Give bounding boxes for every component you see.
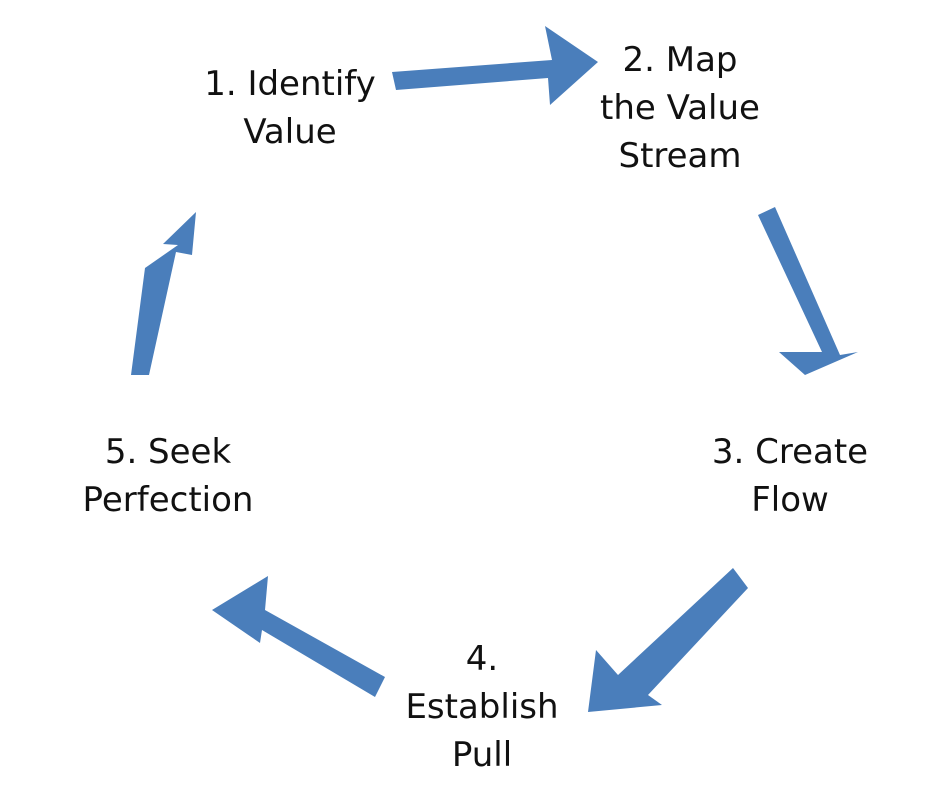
step-4-line-3: Pull [451,735,513,775]
step-2-line-2: the Value [600,88,760,128]
step-2-line-1: 2. Map [622,40,738,80]
arrow-pull-to-perfection [212,576,385,697]
arrow-perfection-to-identify [131,212,196,375]
step-5-line-2: Perfection [82,480,254,520]
step-3-line-2: Flow [751,480,829,520]
step-5-line-1: 5. Seek [104,432,232,472]
step-3-line-1: 3. Create [711,432,869,472]
step-4-line-2: Establish [405,687,559,727]
step-4-line-1: 4. [465,639,499,679]
step-1-line-1: 1. Identify [204,64,376,104]
arrow-identify-to-map [392,26,598,105]
step-establish-pull: 4. Establish Pull [362,635,602,779]
step-create-flow: 3. Create Flow [670,428,910,524]
step-seek-perfection: 5. Seek Perfection [48,428,288,524]
step-map-value-stream: 2. Map the Value Stream [560,36,800,180]
step-identify-value: 1. Identify Value [170,60,410,156]
step-2-line-3: Stream [618,136,742,176]
step-1-line-2: Value [243,112,337,152]
arrow-flow-to-pull [588,568,748,712]
arrow-map-to-flow [758,207,858,375]
